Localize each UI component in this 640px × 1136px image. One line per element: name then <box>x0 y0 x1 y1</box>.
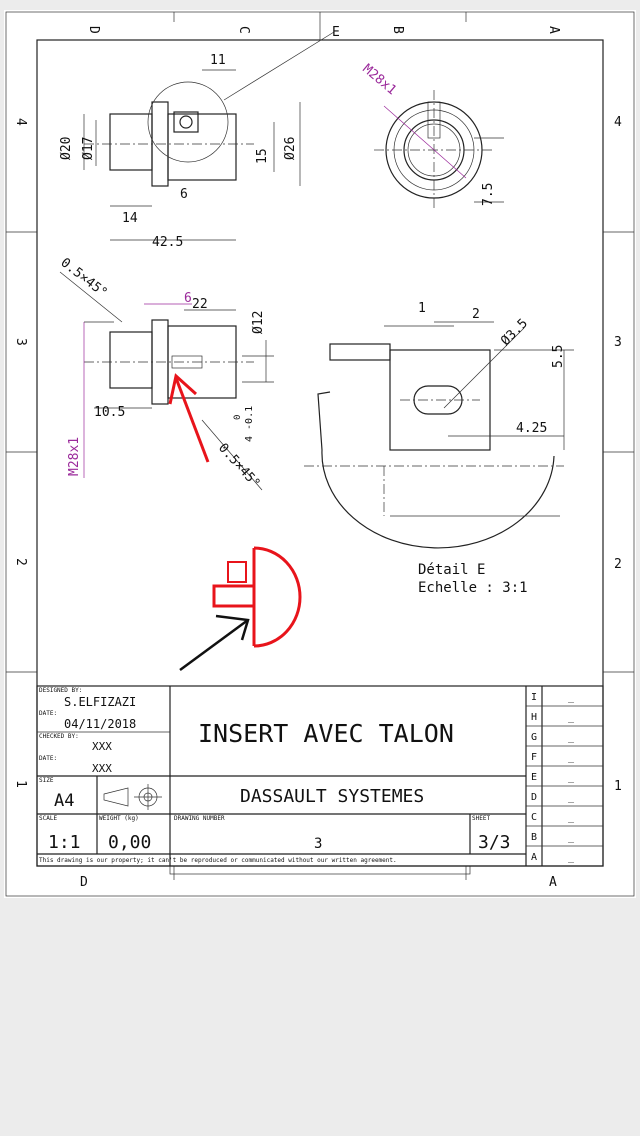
revision-letter: C <box>531 812 537 823</box>
designed-by: S.ELFIZAZI <box>64 695 136 709</box>
designed-by-label: DESIGNED BY: <box>39 687 82 694</box>
zone-row-4-right: 4 <box>614 115 622 130</box>
dim-d20: Ø20 <box>59 137 74 160</box>
detail-scale: Echelle : 3:1 <box>418 580 528 596</box>
dim-d3-5: Ø3.5 <box>498 316 531 349</box>
detail-callout-e: E <box>332 25 340 40</box>
detail-label: Détail E <box>418 562 485 578</box>
dim-5-5: 5.5 <box>551 345 566 368</box>
scale-label: SCALE <box>39 815 57 822</box>
drawing-number-label: DRAWING NUMBER <box>174 815 225 822</box>
dim-chamfer-1: 0.5×45° <box>58 255 110 301</box>
size-value: A4 <box>54 791 74 811</box>
revision-value: _ <box>568 832 575 843</box>
zone-row-2-left: 2 <box>13 558 28 566</box>
dim-tol-0: 0 <box>233 415 243 420</box>
dim-7-5: 7.5 <box>481 183 496 206</box>
revision-letter: B <box>531 832 537 843</box>
dim-6: 6 <box>180 187 188 202</box>
date2-label: DATE: <box>39 755 57 762</box>
zone-row-1-right: 1 <box>614 779 622 794</box>
dim-d12: Ø12 <box>251 311 266 334</box>
dim-d17: Ø17 <box>81 137 96 160</box>
revision-letter: A <box>531 852 537 863</box>
revision-letter: H <box>531 712 537 723</box>
dim-d26: Ø26 <box>283 137 298 160</box>
red-detail-sketch <box>212 546 302 648</box>
weight-value: 0,00 <box>108 832 151 853</box>
zone-row-3-right: 3 <box>614 335 622 350</box>
dim-42-5: 42.5 <box>152 235 183 250</box>
view-mid-right <box>304 321 574 549</box>
drawing-title: INSERT AVEC TALON <box>198 719 454 748</box>
revision-letter: E <box>531 772 537 783</box>
zone-col-c-top: C <box>236 26 251 34</box>
projection-symbol <box>103 784 162 810</box>
zone-col-d-bottom: D <box>80 875 88 890</box>
zone-col-a-top: A <box>546 26 561 34</box>
revision-value: _ <box>568 792 575 803</box>
dim-m28x1-top: M28x1 <box>359 62 399 99</box>
revision-table: I _ H _ G _ F _ E _ D _ C _ B _ A _ <box>526 692 603 863</box>
dim-2: 2 <box>472 307 480 322</box>
date-label: DATE: <box>39 710 57 717</box>
dim-6-purple: 6 <box>184 291 192 306</box>
size-label: SIZE <box>39 777 54 784</box>
view-mid-left <box>59 271 274 491</box>
revision-value: _ <box>568 692 575 703</box>
zone-col-a-bottom: A <box>549 875 557 890</box>
revision-value: _ <box>568 732 575 743</box>
revision-value: _ <box>568 812 575 823</box>
dim-14: 14 <box>122 211 138 226</box>
zone-row-4-left: 4 <box>13 118 28 126</box>
scale-value: 1:1 <box>48 832 81 853</box>
zone-row-1-left: 1 <box>13 780 28 788</box>
zone-row-2-right: 2 <box>614 557 622 572</box>
dim-11: 11 <box>210 53 226 68</box>
revision-value: _ <box>568 752 575 763</box>
revision-value: _ <box>568 852 575 863</box>
revision-letter: G <box>531 732 537 743</box>
dim-m28x1-mid: M28x1 <box>67 437 82 476</box>
red-annotation-arrow <box>168 373 210 463</box>
date2-value: XXX <box>92 762 112 775</box>
notice: This drawing is our property; it can't b… <box>39 857 397 864</box>
view-top-left <box>83 31 335 241</box>
revision-letter: D <box>531 792 537 803</box>
sheet-label: SHEET <box>472 815 490 822</box>
checked-by: XXX <box>92 740 112 753</box>
revision-letter: F <box>531 752 537 763</box>
dim-1: 1 <box>418 301 426 316</box>
revision-letter: I <box>531 692 537 703</box>
drawing-number: 3 <box>314 836 322 852</box>
dim-22: 22 <box>192 297 208 312</box>
dim-4-tol: 4 -0.1 <box>244 406 255 442</box>
drawing-sheet: D C B A D A 4 3 2 1 4 3 2 1 11 Ø20 Ø17 1… <box>4 10 636 898</box>
zone-row-3-left: 3 <box>13 338 28 346</box>
dim-15: 15 <box>255 148 270 164</box>
company-name: DASSAULT SYSTEMES <box>240 786 424 807</box>
black-annotation-arrow <box>179 614 250 672</box>
zone-col-d-top: D <box>86 26 101 34</box>
revision-value: _ <box>568 712 575 723</box>
dim-10-5: 10.5 <box>94 405 125 420</box>
view-top-right <box>374 90 504 210</box>
checked-by-label: CHECKED BY: <box>39 733 79 740</box>
title-block <box>36 685 604 867</box>
sheet-value: 3/3 <box>478 832 511 853</box>
dim-chamfer-2: 0.5×45° <box>215 441 263 492</box>
zone-col-b-top: B <box>390 26 405 34</box>
revision-value: _ <box>568 772 575 783</box>
weight-label: WEIGHT (kg) <box>99 815 139 822</box>
dim-4-25: 4.25 <box>516 421 547 436</box>
date-value: 04/11/2018 <box>64 717 136 731</box>
